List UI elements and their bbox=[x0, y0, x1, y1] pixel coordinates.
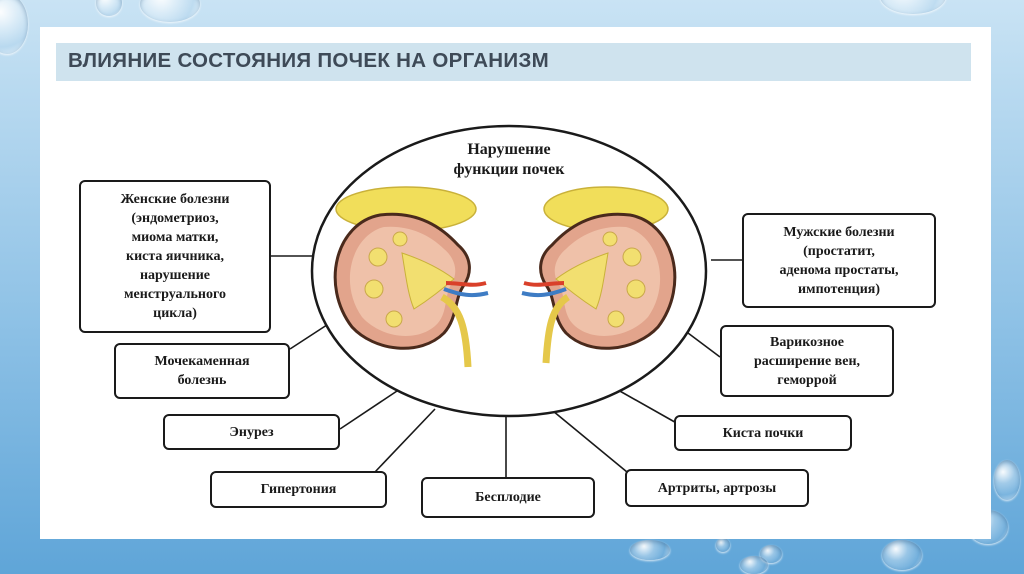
water-drop-decoration bbox=[880, 0, 946, 14]
water-drop-decoration bbox=[994, 460, 1020, 500]
box-hypertension: Гипертония bbox=[210, 471, 387, 508]
water-drop-decoration bbox=[882, 540, 922, 570]
center-label: Нарушение функции почек bbox=[453, 141, 565, 178]
box-arthritis: Артриты, артрозы bbox=[625, 469, 809, 507]
right-kidney-illustration bbox=[521, 186, 677, 364]
connector-arthritis bbox=[552, 410, 628, 473]
water-drop-decoration bbox=[716, 538, 730, 552]
box-kidney-cyst: Киста почки bbox=[674, 415, 852, 451]
water-drop-decoration bbox=[760, 545, 782, 563]
water-drop-decoration bbox=[740, 556, 768, 574]
box-urolithiasis: Мочекаменная болезнь bbox=[114, 343, 290, 399]
box-female-diseases: Женские болезни (эндометриоз, миома матк… bbox=[79, 180, 271, 333]
slide-title-bar: ВЛИЯНИЕ СОСТОЯНИЯ ПОЧЕК НА ОРГАНИЗМ bbox=[56, 43, 971, 81]
slide-title: ВЛИЯНИЕ СОСТОЯНИЯ ПОЧЕК НА ОРГАНИЗМ bbox=[68, 49, 549, 72]
diagram-graphics bbox=[269, 124, 742, 477]
connector-enuresis bbox=[339, 388, 401, 430]
water-drop-decoration bbox=[140, 0, 200, 22]
box-enuresis: Энурез bbox=[163, 414, 340, 450]
connector-hypertension bbox=[374, 408, 436, 473]
connector-kidney-cyst bbox=[617, 389, 681, 426]
box-varicose: Варикозное расширение вен, геморрой bbox=[720, 325, 894, 397]
slide-panel: ВЛИЯНИЕ СОСТОЯНИЯ ПОЧЕК НА ОРГАНИЗМ bbox=[40, 27, 991, 539]
water-drop-decoration bbox=[0, 0, 28, 54]
water-drop-decoration bbox=[96, 0, 122, 16]
box-male-diseases: Мужские болезни (простатит, аденома прос… bbox=[742, 213, 936, 308]
left-kidney-illustration bbox=[333, 186, 489, 368]
connector-varicose bbox=[687, 332, 721, 358]
connector-lines bbox=[269, 255, 742, 477]
water-drop-decoration bbox=[630, 540, 670, 560]
box-infertility: Бесплодие bbox=[421, 477, 595, 518]
